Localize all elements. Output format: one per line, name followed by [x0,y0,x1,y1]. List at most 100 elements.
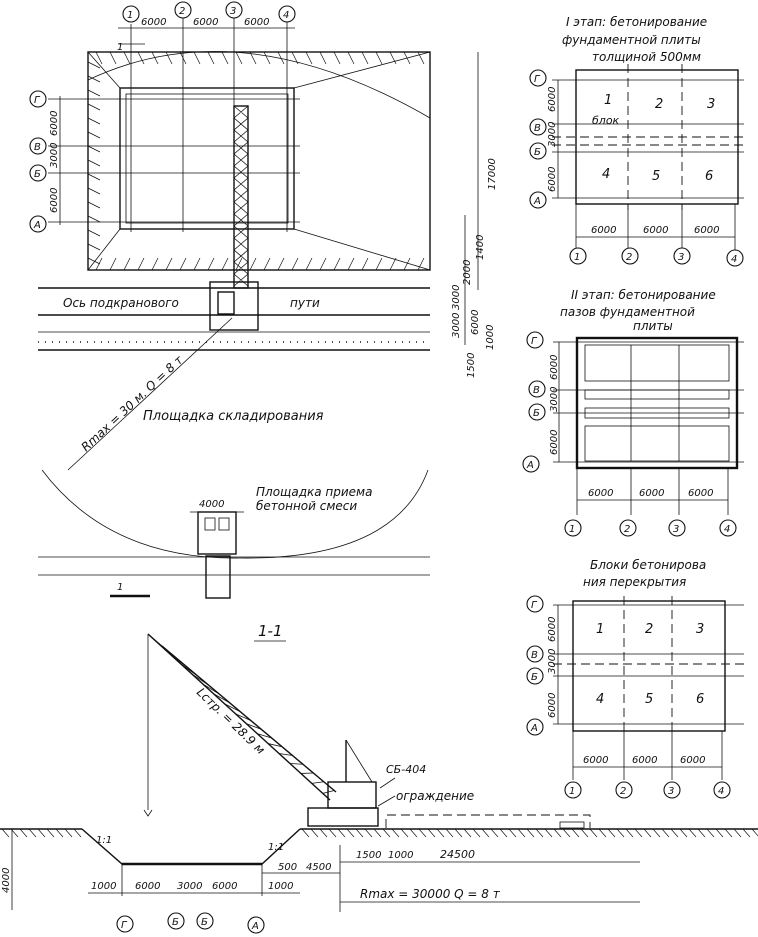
stage2-title-3: плиты [633,319,673,333]
s3-block-3: 3 [696,622,704,637]
hatch-line [319,51,327,65]
sec-dim-bottom-1: 1000 [91,881,116,892]
hatch-line [87,117,101,125]
hatch-line [87,173,101,181]
hatch-line [490,828,499,838]
hatch-line [715,828,724,838]
sec-dim-bottom-5: 1000 [268,881,293,892]
hatch-line [87,229,101,237]
hatch-line [137,257,145,271]
hatch-line [207,257,215,271]
hatch-line [499,828,508,838]
sec-dim-track-3: 24500 [440,848,475,861]
hatch-line [389,51,397,65]
axis-label-4: 4 [283,10,289,21]
s2-dim-bottom-1: 6000 [588,488,613,499]
hatch-line [389,257,397,271]
plan-dim-left-2: 3000 [49,143,60,168]
sec-dim-track-2: 1000 [388,850,413,861]
hatch-line [382,828,391,838]
hatch-line [417,257,425,271]
hatch-line [688,828,697,838]
hatch-line [64,828,73,838]
hatch-line [19,828,28,838]
s1-axis-3: 3 [678,252,684,263]
s1-axis-1: 1 [574,252,580,263]
sec-axis-A: А [251,921,259,932]
s3-block-5: 5 [645,692,653,707]
hatch-line [634,828,643,838]
hatch-line [337,828,346,838]
hatch-line [328,828,337,838]
hatch-line [347,257,355,271]
axis-bubble-A [29,215,47,233]
hatch-line [277,51,285,65]
plan-dim-left-3: 6000 [49,188,60,213]
s1-dim-bottom-2: 6000 [643,225,668,236]
s3-block-6: 6 [696,692,704,707]
hatch-line [346,828,355,838]
hatch-line [375,51,383,65]
sec-dim-bottom-3: 3000 [177,881,202,892]
hatch-line [562,828,571,838]
hatch-line [526,828,535,838]
hatch-line [403,51,411,65]
hatch-line [73,828,82,838]
hatch-line [589,828,598,838]
hatch-line [535,828,544,838]
hatch-line [598,828,607,838]
s1-dim-left-1: 6000 [547,87,558,112]
hatch-line [291,257,299,271]
hatch-line [361,257,369,271]
hatch-line [607,828,616,838]
hatch-line [87,159,101,167]
hatch-line [733,828,742,838]
hatch-line [87,201,101,209]
axis-bubble-1 [122,5,140,23]
crane-track-label-2: пути [290,296,320,310]
receiving-label-1: Площадка приема [256,485,372,499]
hatch-line [319,828,328,838]
slope-right-label: 1:1 [268,842,284,853]
hatch-line [28,828,37,838]
hatch-line [179,257,187,271]
hatch-line [333,51,341,65]
s3-axis-2: 2 [620,786,626,797]
sec-axis-G: Г [121,920,128,931]
slope-hatching [87,51,425,271]
hatch-line [553,828,562,838]
hatch-line [706,828,715,838]
s3-axis-G: Г [531,600,538,611]
s1-block-5: 5 [652,169,660,184]
hatch-line [508,828,517,838]
sec-dim-bottom-4: 6000 [212,881,237,892]
hatch-line [87,103,101,111]
hatch-line [37,828,46,838]
hatch-line [305,51,313,65]
hatch-line [580,828,589,838]
hatch-line [123,257,131,271]
hatch-line [436,828,445,838]
axis-bubble-V [29,137,47,155]
plan-dim-right-6000: 6000 [470,310,481,335]
s2-dim-bottom-3: 6000 [688,488,713,499]
hatch-line [301,828,310,838]
s3-dim-bottom-2: 6000 [632,755,657,766]
hatch-line [652,828,661,838]
hatch-line [347,51,355,65]
hatch-line [445,828,454,838]
hatch-line [333,257,341,271]
s2-axis-V: В [533,385,540,396]
hatch-line [625,828,634,838]
sec-axis-B2: Б [201,917,208,928]
s1-dim-left-2: 3000 [547,122,558,147]
hatch-line [95,257,103,271]
hatch-line [221,51,229,65]
s1-dim-bottom-1: 6000 [591,225,616,236]
hatch-line [87,187,101,195]
ground-hatching [1,828,758,838]
section-depth-label: 4000 [1,868,12,893]
s1-axis-B: Б [534,147,541,158]
axis-bubble-G [29,90,47,108]
stage3-diagram: Блоки бетонирова ния перекрытия Г В Б А … [526,558,744,799]
